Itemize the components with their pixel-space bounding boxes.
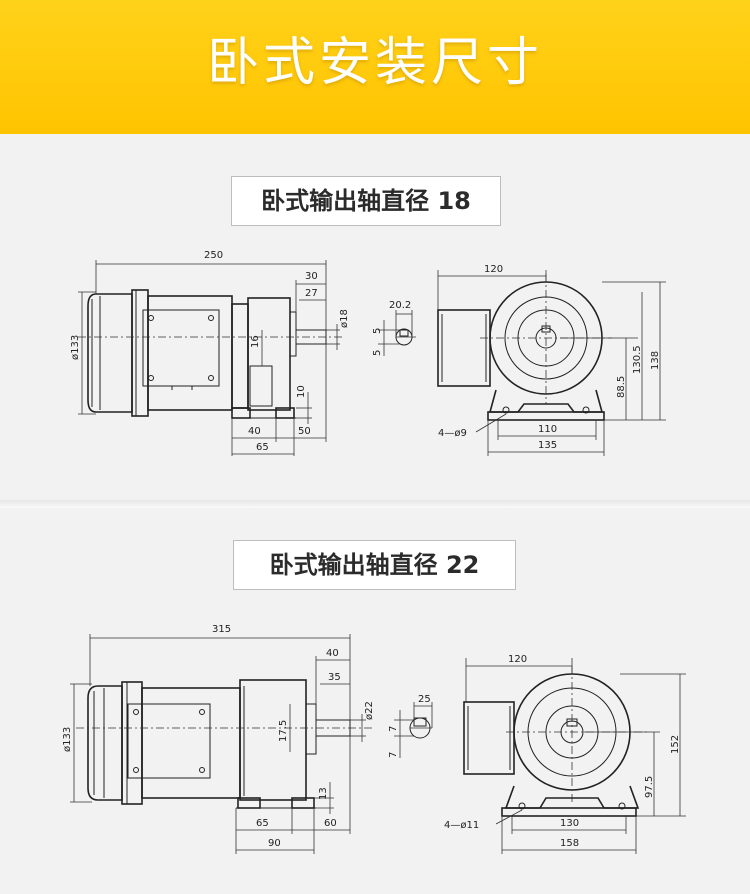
dim-shaft-40: 40 <box>326 648 339 659</box>
dim-key-width: 20.2 <box>389 300 411 311</box>
dim-height-130-5: 130.5 <box>632 345 643 374</box>
drawing-shaft-22: 315 40 35 ø22 ø133 17.5 13 <box>62 624 686 854</box>
section-subtitle: 卧式输出轴直径 22 <box>233 540 516 590</box>
dim-center-17-5: 17.5 <box>278 720 289 742</box>
dim-width-120: 120 <box>508 654 527 665</box>
dim-center-16: 16 <box>250 335 261 348</box>
dim-foot-130: 130 <box>560 818 579 829</box>
dim-foot-110: 110 <box>538 424 557 435</box>
dim-base-40: 40 <box>248 426 261 437</box>
dim-motor-dia: ø133 <box>70 335 81 360</box>
section-subtitle: 卧式输出轴直径 18 <box>231 176 501 226</box>
front-view: 120 88.5 130.5 138 4—ø9 110 135 <box>437 264 666 456</box>
dim-base-50: 50 <box>298 426 311 437</box>
key-detail: 25 7 7 <box>388 694 433 758</box>
dim-base-60: 60 <box>324 818 337 829</box>
side-view: 250 30 27 ø18 ø133 16 10 <box>70 250 350 456</box>
dim-height-152: 152 <box>670 735 681 754</box>
dim-key-7b: 7 <box>388 752 399 758</box>
dim-base-90: 90 <box>268 838 281 849</box>
section-divider <box>0 500 750 510</box>
section-shaft-22: 卧式输出轴直径 22 3 <box>0 508 750 894</box>
dim-shaft-35: 35 <box>328 672 341 683</box>
dim-shaft-dia: ø22 <box>364 701 375 720</box>
dim-height-88-5: 88.5 <box>616 376 627 398</box>
dim-key-width: 25 <box>418 694 431 705</box>
title-banner: 卧式安装尺寸 <box>0 0 750 159</box>
dim-foot-10: 10 <box>296 385 307 398</box>
dim-holes: 4—ø9 <box>438 428 467 439</box>
dim-foot-13: 13 <box>318 787 329 800</box>
drawing-shaft-18: 250 30 27 ø18 ø133 16 10 <box>70 250 666 456</box>
dim-motor-dia: ø133 <box>62 727 73 752</box>
side-view: 315 40 35 ø22 ø133 17.5 13 <box>62 624 375 854</box>
dim-foot-158: 158 <box>560 838 579 849</box>
dim-holes: 4—ø11 <box>444 820 479 831</box>
section-shaft-18: 卧式输出轴直径 18 <box>0 134 750 502</box>
dim-key-5b: 5 <box>372 350 383 356</box>
dim-foot-135: 135 <box>538 440 557 451</box>
dim-key-7a: 7 <box>388 726 399 732</box>
dim-base-65: 65 <box>256 442 269 453</box>
dim-shaft-30: 30 <box>305 271 318 282</box>
dim-shaft-27: 27 <box>305 288 318 299</box>
dim-height-97-5: 97.5 <box>644 776 655 798</box>
dim-key-5a: 5 <box>372 328 383 334</box>
dim-base-65: 65 <box>256 818 269 829</box>
page-title: 卧式安装尺寸 <box>206 33 543 93</box>
dim-total-length: 250 <box>204 250 223 261</box>
front-view: 120 97.5 152 4—ø11 130 158 <box>444 654 686 854</box>
dim-total-length: 315 <box>212 624 231 635</box>
dim-shaft-dia: ø18 <box>339 309 350 328</box>
key-detail: 20.2 5 5 <box>372 300 416 356</box>
dim-width-120: 120 <box>484 264 503 275</box>
dim-height-138: 138 <box>650 351 661 370</box>
